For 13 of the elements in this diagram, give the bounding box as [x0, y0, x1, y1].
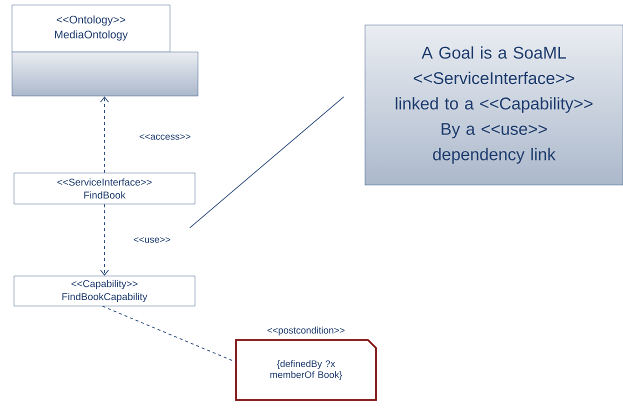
leader-line	[189, 96, 344, 228]
connector-line	[102, 306, 236, 362]
node-label: <<Ontology>> MediaOntology	[55, 15, 128, 41]
edge-label: <<access>>	[138, 133, 192, 141]
node-label: <<postcondition>>	[268, 326, 344, 336]
dependency-arrow	[100, 96, 109, 174]
class-box: <<Capability>> FindBookCapability	[14, 276, 196, 306]
edge-label: <<use>>	[132, 236, 172, 244]
dependency-arrow	[100, 204, 109, 276]
callout-box: A Goal is a SoaML <<ServiceInterface>> linked to a <<Capability>> By a <<use>> dependency link	[364, 24, 623, 186]
class-box: <<ServiceInterface>> FindBook	[14, 172, 196, 204]
package-box: <<Ontology>> MediaOntology	[12, 4, 198, 96]
note-box: <<postcondition>> {definedBy ?x memberOf Book}	[235, 326, 377, 401]
